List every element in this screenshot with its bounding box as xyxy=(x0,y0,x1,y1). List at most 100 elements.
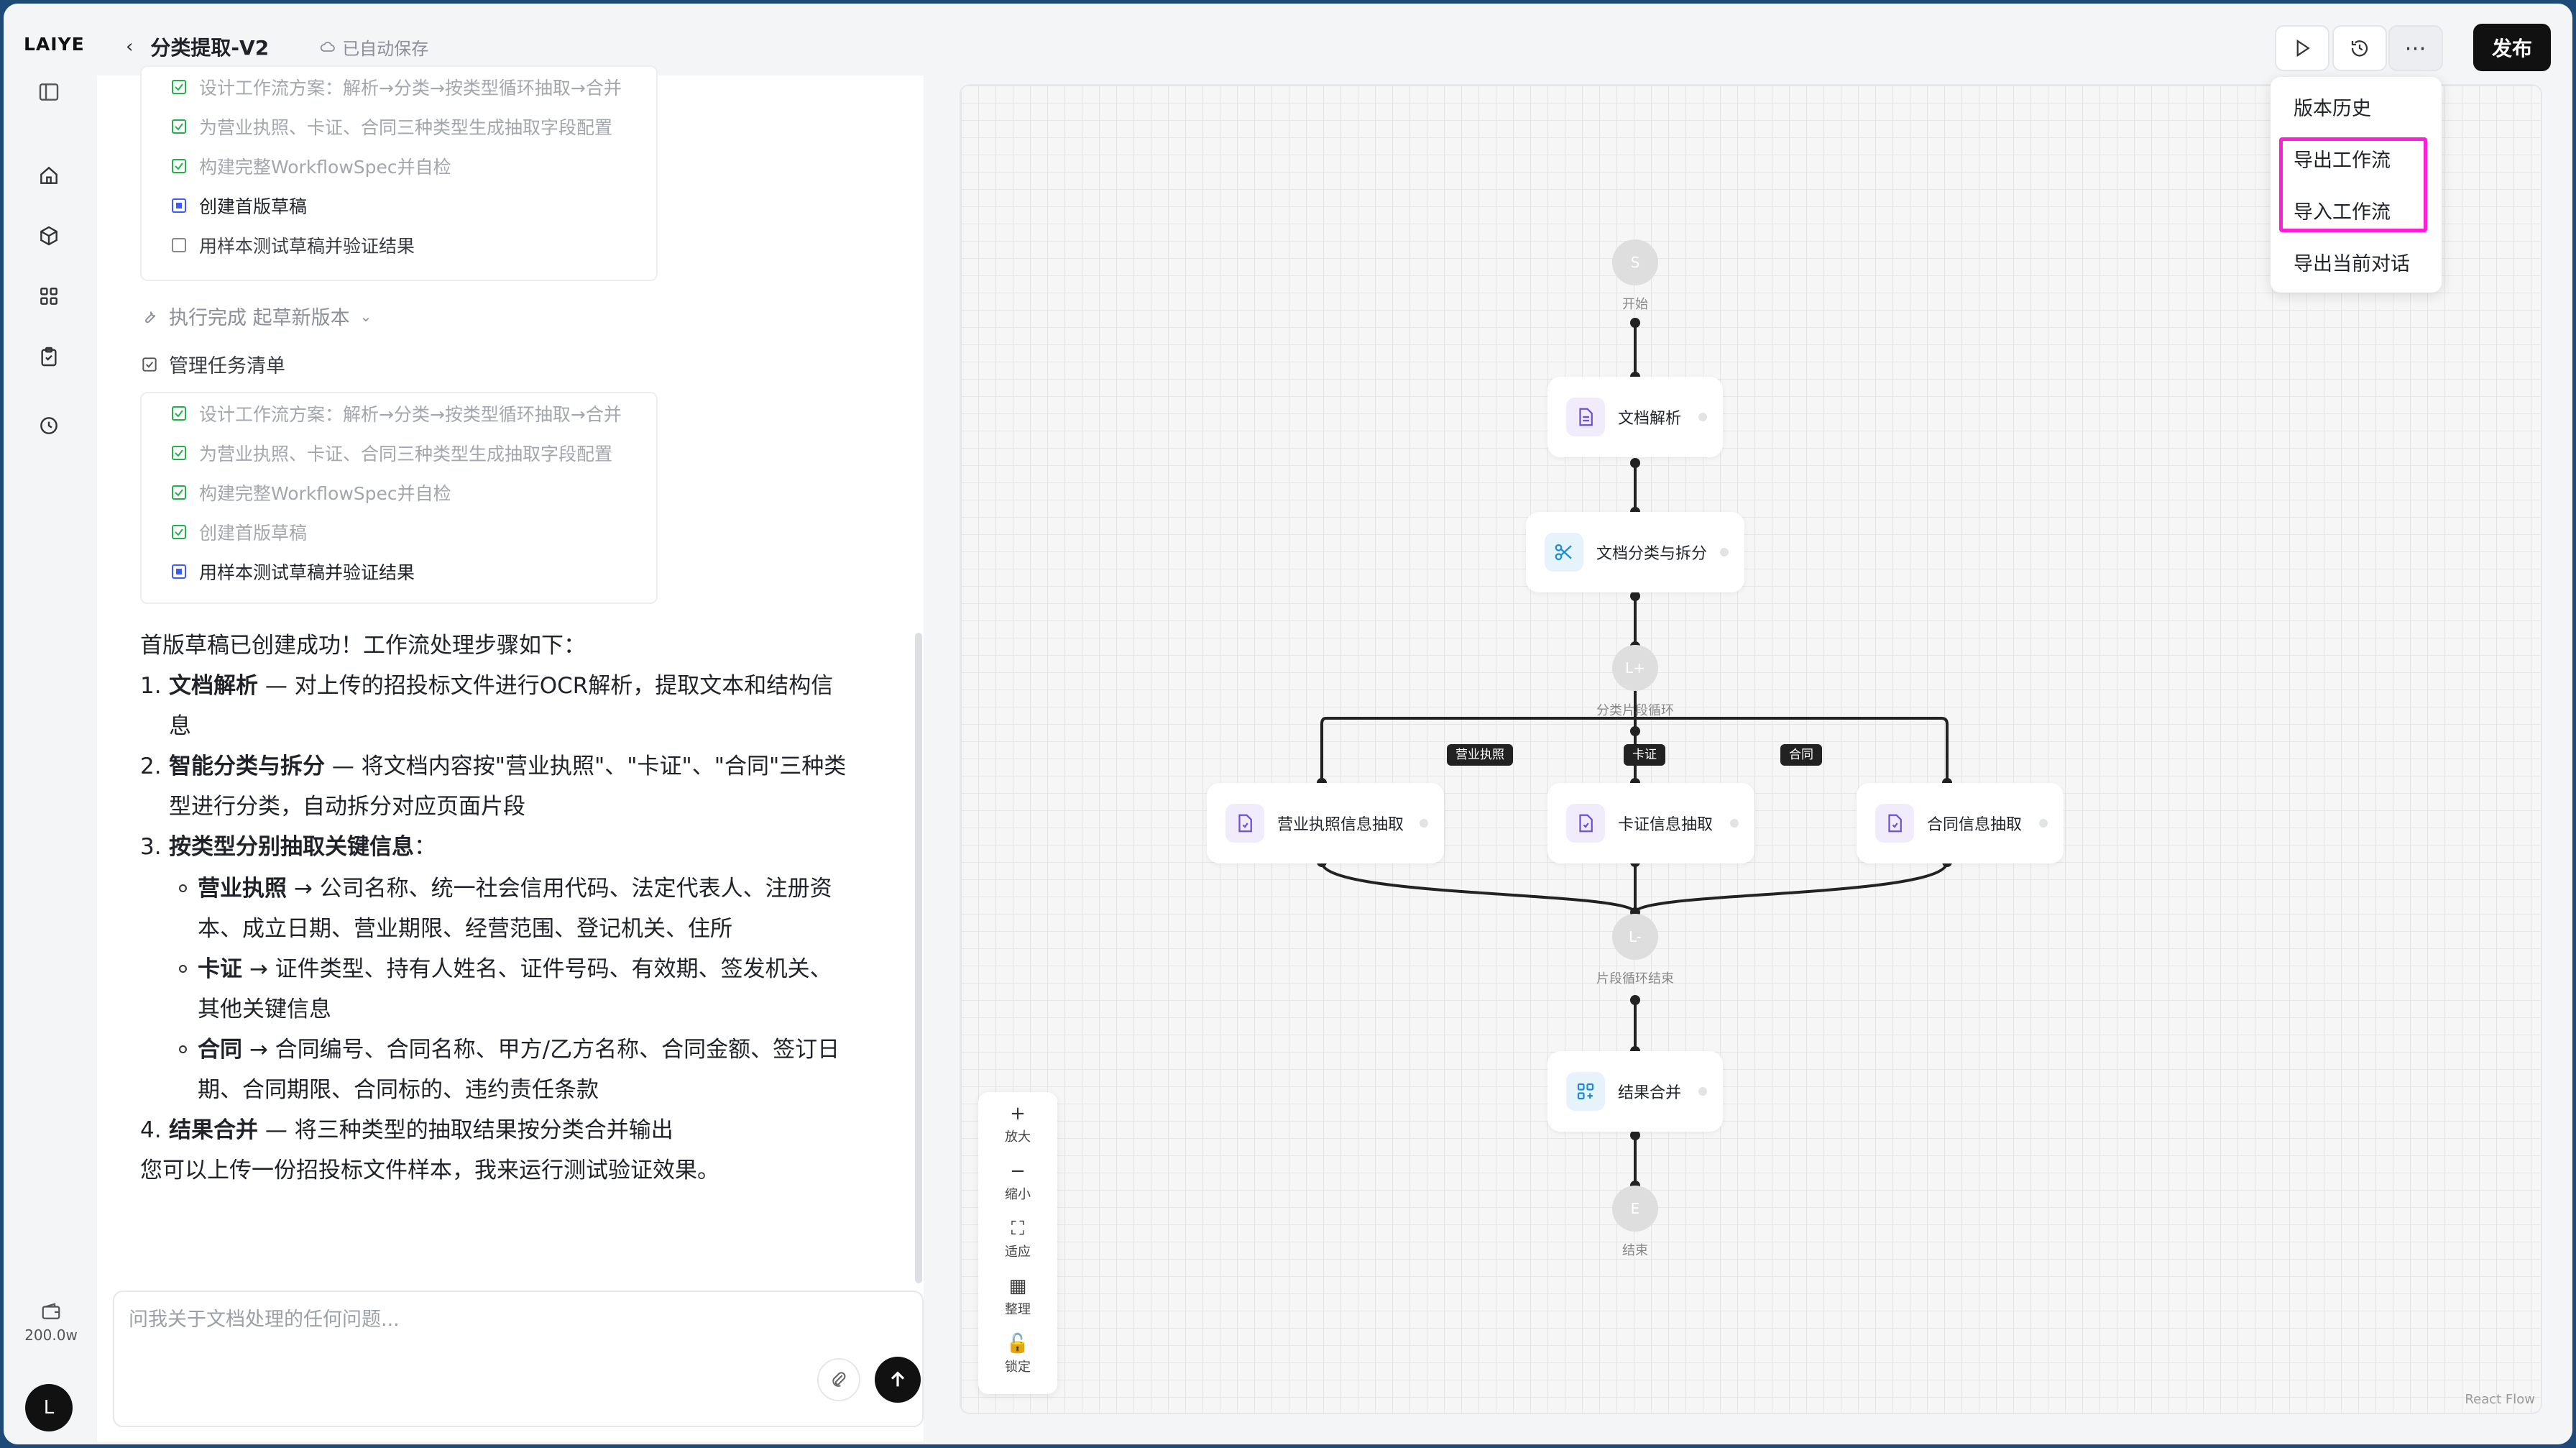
menu-item-export-workflow[interactable]: 导出工作流 xyxy=(2294,150,2391,172)
zoom-out-label: 缩小 xyxy=(1005,1187,1031,1202)
bullet-text: → 合同编号、合同名称、甲方/乙方名称、合同金额、签订日 xyxy=(242,1037,840,1063)
node-extract-card[interactable]: 卡证信息抽取 xyxy=(1547,783,1754,863)
fit-view-label: 适应 xyxy=(1005,1245,1031,1260)
step-item: 1. 文档解析 — 对上传的招投标文件进行OCR解析，提取文本和结构信 息 xyxy=(140,666,873,746)
play-icon xyxy=(2296,39,2310,58)
task-text: 构建完整WorkflowSpec并自检 xyxy=(199,482,451,504)
send-button[interactable] xyxy=(875,1357,921,1403)
node-parse[interactable]: 文档解析 xyxy=(1547,377,1723,457)
task-item: 构建完整WorkflowSpec并自检 xyxy=(142,146,656,185)
highlight-box xyxy=(2279,137,2427,232)
step-number: 3. xyxy=(140,834,162,860)
workflow-canvas[interactable]: S 开始 文档解析 文档分类与拆分 L+ 分类片段循环 营业执照 卡证 合同 营… xyxy=(960,84,2542,1414)
cube-icon[interactable] xyxy=(32,219,65,252)
check-done-icon xyxy=(172,485,186,500)
task-item: 用样本测试草稿并验证结果 xyxy=(142,225,656,265)
back-icon[interactable]: ‹ xyxy=(126,36,134,58)
document-extract-icon xyxy=(1225,804,1264,843)
arrange-label: 整理 xyxy=(1005,1302,1031,1317)
bullet-text: 本、成立日期、营业期限、经营范围、登记机关、住所 xyxy=(198,916,732,942)
attach-button[interactable] xyxy=(817,1358,860,1401)
bullet-text: → 证件类型、持有人姓名、证件号码、有效期、签发机关、 xyxy=(242,956,832,982)
fit-view-button[interactable]: ⛶ 适应 xyxy=(978,1216,1057,1273)
task-item: 为营业执照、卡证、合同三种类型生成抽取字段配置 xyxy=(142,106,656,146)
edge-label-card: 卡证 xyxy=(1624,744,1665,766)
react-flow-attribution[interactable]: React Flow xyxy=(2465,1392,2535,1407)
plus-icon: + xyxy=(1010,1103,1026,1124)
clipboard-check-icon[interactable] xyxy=(32,340,65,373)
node-label: 卡证信息抽取 xyxy=(1618,816,1714,834)
node-merge[interactable]: 结果合并 xyxy=(1547,1051,1723,1132)
scissors-icon xyxy=(1545,533,1583,572)
merge-icon xyxy=(1566,1072,1605,1111)
handle-dot xyxy=(1730,819,1739,828)
avatar[interactable]: L xyxy=(25,1384,73,1431)
step-number: 2. xyxy=(140,753,162,779)
check-done-icon xyxy=(172,405,186,421)
arrange-button[interactable]: ▦ 整理 xyxy=(978,1273,1057,1331)
step-item: 3. 按类型分别抽取关键信息： xyxy=(140,827,873,867)
bullet-text: 其他关键信息 xyxy=(198,996,331,1022)
menu-item-export-chat[interactable]: 导出当前对话 xyxy=(2294,253,2410,275)
history-button[interactable] xyxy=(2332,25,2387,71)
exec-status-line[interactable]: 执行完成 起草新版本 ⌄ xyxy=(140,302,372,330)
more-button[interactable]: ⋯ xyxy=(2388,25,2443,71)
node-classify[interactable]: 文档分类与拆分 xyxy=(1526,512,1744,592)
node-label: 文档解析 xyxy=(1618,410,1682,428)
step-item: 4. 结果合并 — 将三种类型的抽取结果按分类合并输出 xyxy=(140,1110,873,1150)
exec-status-text: 执行完成 起草新版本 xyxy=(169,307,350,329)
bullet-icon xyxy=(179,965,187,973)
zoom-out-button[interactable]: − 缩小 xyxy=(978,1158,1057,1216)
chat-input[interactable] xyxy=(129,1305,776,1334)
step-text: ： xyxy=(414,834,436,860)
zoom-in-button[interactable]: + 放大 xyxy=(978,1101,1057,1158)
node-label: 结果合并 xyxy=(1618,1084,1682,1102)
step-item: 2. 智能分类与拆分 — 将文档内容按"营业执照"、"卡证"、"合同"三种类 型… xyxy=(140,746,873,827)
start-node[interactable]: S xyxy=(1612,239,1658,285)
step-text: — 对上传的招投标文件进行OCR解析，提取文本和结构信 xyxy=(258,673,834,699)
checklist-icon xyxy=(142,357,157,372)
apps-grid-icon[interactable] xyxy=(32,280,65,313)
left-rail: LAIYE 200.0w L xyxy=(4,4,97,1444)
bullet-item: 合同 → 合同编号、合同名称、甲方/乙方名称、合同金额、签订日 期、合同期限、合… xyxy=(140,1030,873,1110)
home-icon[interactable] xyxy=(32,159,65,192)
handle-dot xyxy=(1420,819,1428,828)
credits-balance[interactable]: 200.0w xyxy=(17,1301,86,1344)
sidebar-toggle-icon[interactable] xyxy=(32,75,65,109)
step-text: — 将三种类型的抽取结果按分类合并输出 xyxy=(258,1117,673,1143)
checkbox-empty-icon xyxy=(172,237,186,252)
menu-item-import-workflow[interactable]: 导入工作流 xyxy=(2294,201,2391,224)
chat-messages: 设计工作流方案：解析→分类→按类型循环抽取→合并 为营业执照、卡证、合同三种类型… xyxy=(140,65,888,1283)
logo: LAIYE xyxy=(24,34,85,55)
end-node[interactable]: E xyxy=(1612,1186,1658,1232)
node-extract-license[interactable]: 营业执照信息抽取 xyxy=(1207,783,1444,863)
loop-end-node[interactable]: L- xyxy=(1612,914,1658,960)
run-button[interactable] xyxy=(2275,25,2329,71)
bullet-title: 营业执照 xyxy=(198,876,287,902)
step-text: 型进行分类，自动拆分对应页面片段 xyxy=(169,794,525,820)
app-window: LAIYE 200.0w L ‹ 分类提取-V2 已自动保存 xyxy=(4,4,2572,1444)
manage-tasks-line: 管理任务清单 xyxy=(140,350,285,378)
task-text: 构建完整WorkflowSpec并自检 xyxy=(199,156,451,178)
bullet-title: 合同 xyxy=(198,1037,242,1063)
arrow-up-icon xyxy=(891,1371,905,1387)
lock-button[interactable]: 🔓 锁定 xyxy=(978,1331,1057,1388)
lock-label: 锁定 xyxy=(1005,1360,1031,1375)
check-done-icon xyxy=(172,79,186,94)
clock-icon[interactable] xyxy=(32,409,65,442)
loop-start-node[interactable]: L+ xyxy=(1612,645,1658,691)
lock-icon: 🔓 xyxy=(1006,1333,1030,1355)
publish-button[interactable]: 发布 xyxy=(2473,24,2551,71)
check-done-icon xyxy=(172,158,186,173)
chat-scrollbar[interactable] xyxy=(915,633,922,1283)
task-text: 用样本测试草稿并验证结果 xyxy=(199,562,415,583)
document-extract-icon xyxy=(1875,804,1914,843)
task-text: 创建首版草稿 xyxy=(199,196,308,217)
node-extract-contract[interactable]: 合同信息抽取 xyxy=(1857,783,2064,863)
header: ‹ 分类提取-V2 已自动保存 xyxy=(126,25,428,68)
composer xyxy=(113,1291,924,1427)
autosave-label: 已自动保存 xyxy=(342,38,429,59)
document-extract-icon xyxy=(1566,804,1605,843)
minus-icon: − xyxy=(1010,1160,1026,1182)
menu-item-version-history[interactable]: 版本历史 xyxy=(2294,98,2371,120)
